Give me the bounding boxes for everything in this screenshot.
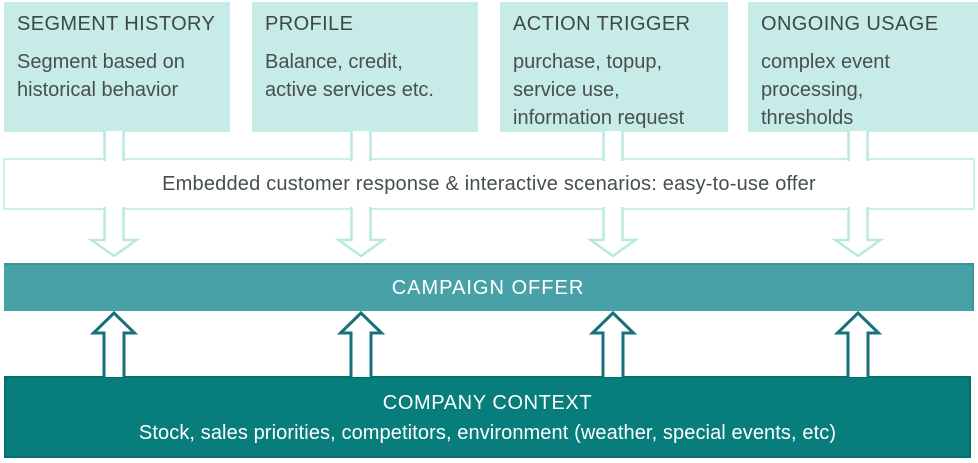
embedded-response-bar: Embedded customer response & interactive… (3, 158, 975, 210)
up-arrow-icon (588, 310, 638, 377)
box-action-trigger-body: purchase, topup, service use, informatio… (513, 51, 685, 129)
company-context-bar: COMPANY CONTEXT Stock, sales priorities,… (4, 376, 971, 458)
up-arrow-icon (336, 310, 386, 377)
box-action-trigger-title: ACTION TRIGGER (513, 13, 691, 35)
box-ongoing-usage-body: complex event processing, thresholds (761, 51, 890, 129)
company-context-subtitle: Stock, sales priorities, competitors, en… (138, 422, 837, 444)
box-profile-title: PROFILE (265, 13, 354, 35)
embedded-response-label: Embedded customer response & interactive… (162, 172, 816, 195)
campaign-offer-bar: CAMPAIGN OFFER (4, 263, 974, 311)
up-arrow-icon (833, 310, 883, 377)
box-ongoing-usage: ONGOING USAGE complex event processing, … (748, 2, 978, 132)
box-action-trigger: ACTION TRIGGER purchase, topup, service … (500, 2, 728, 132)
box-segment-history-body: Segment based on historical behavior (17, 51, 185, 101)
company-context-title: COMPANY CONTEXT (382, 392, 593, 414)
up-arrow-icon (89, 310, 139, 377)
box-segment-history: SEGMENT HISTORY Segment based on histori… (4, 2, 230, 132)
box-profile: PROFILE Balance, credit, active services… (252, 2, 478, 132)
campaign-offer-label: CAMPAIGN OFFER (391, 276, 585, 299)
box-segment-history-title: SEGMENT HISTORY (17, 13, 216, 35)
box-profile-body: Balance, credit, active services etc. (265, 51, 434, 101)
box-ongoing-usage-title: ONGOING USAGE (761, 13, 939, 35)
